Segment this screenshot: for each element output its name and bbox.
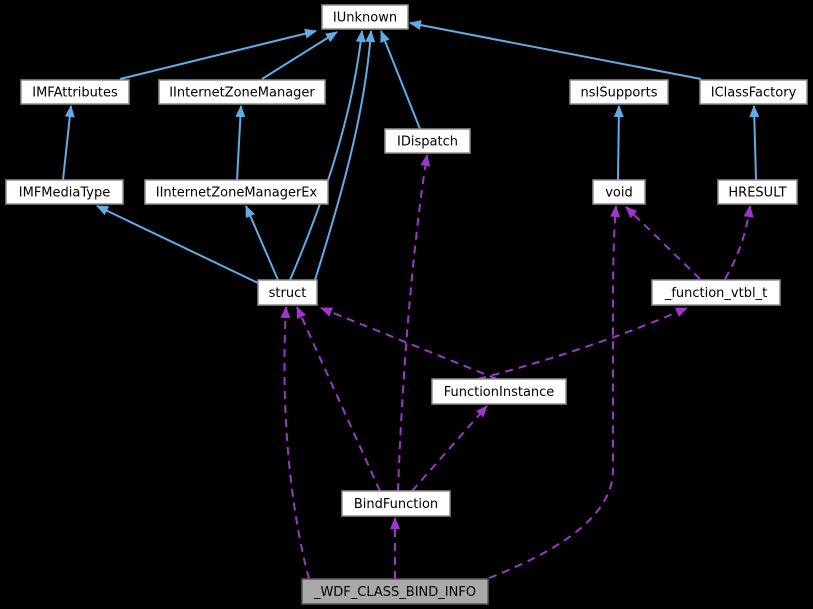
node-label-iclassfactory: IClassFactory <box>711 86 797 101</box>
node-label-iunknown: IUnknown <box>333 11 397 26</box>
node-box-iinternetzonemanager[interactable] <box>158 79 326 105</box>
edge-inheritance-idispatch-to-iunknown <box>380 30 421 130</box>
node-box-nsisupports[interactable] <box>569 79 669 105</box>
node-functioninstance[interactable]: FunctionInstance <box>431 378 567 405</box>
node-nsisupports[interactable]: nsISupports <box>569 79 669 105</box>
node-hresult[interactable]: HRESULT <box>717 179 798 205</box>
node-box-imfmediatype[interactable] <box>5 179 124 205</box>
node-box-idispatch[interactable] <box>384 128 471 154</box>
edge-inheritance-iinternetzonemanager-to-iunknown <box>261 31 338 80</box>
node-box-struct[interactable] <box>257 279 318 306</box>
node-label-imfmediatype: IMFMediaType <box>19 186 110 201</box>
node-label-hresult: HRESULT <box>728 186 786 201</box>
node-label-imfattributes: IMFAttributes <box>32 86 118 101</box>
node-iunknown[interactable]: IUnknown <box>321 4 409 30</box>
node-label-functioninstance: FunctionInstance <box>444 385 555 400</box>
node-box-void[interactable] <box>592 179 646 205</box>
node-box-wdf-class-bind-info[interactable] <box>301 578 489 605</box>
node-label-void: void <box>605 186 633 201</box>
edge-usage-wdf-class-bind-info-to-struct <box>280 306 310 580</box>
node-label-iinternetzonemanagerex: IInternetZoneManagerEx <box>156 186 318 201</box>
edge-inheritance-struct-to-imfmediatype <box>96 205 259 284</box>
node-iclassfactory[interactable]: IClassFactory <box>699 79 808 105</box>
node-imfmediatype[interactable]: IMFMediaType <box>5 179 124 205</box>
node-wdf-class-bind-info[interactable]: _WDF_CLASS_BIND_INFO <box>301 578 489 605</box>
edge-usage-bindfunction-to-struct <box>296 306 381 492</box>
node-box-imfattributes[interactable] <box>20 79 130 105</box>
edge-inheritance-iclassfactory-to-iunknown <box>409 20 702 80</box>
node-label-bindfunction: BindFunction <box>354 497 438 512</box>
node-box-iinternetzonemanagerex[interactable] <box>144 179 329 205</box>
node-label-nsisupports: nsISupports <box>580 86 657 101</box>
node-bindfunction[interactable]: BindFunction <box>341 490 451 517</box>
edge-inheritance-imfattributes-to-iunknown <box>119 28 317 80</box>
edges-layer <box>62 20 760 580</box>
edge-inheritance-iinternetzonemanagerex-to-iinternetzonemanager <box>235 105 246 181</box>
node-iinternetzonemanager[interactable]: IInternetZoneManager <box>158 79 326 105</box>
edge-usage-bindfunction-to-functioninstance <box>411 405 488 492</box>
node-label-wdf-class-bind-info: _WDF_CLASS_BIND_INFO <box>313 585 476 600</box>
node-label-idispatch: IDispatch <box>397 135 458 150</box>
node-imfattributes[interactable]: IMFAttributes <box>20 79 130 105</box>
node-idispatch[interactable]: IDispatch <box>384 128 471 154</box>
node-iinternetzonemanagerex[interactable]: IInternetZoneManagerEx <box>144 179 329 205</box>
node-function-vtbl-t[interactable]: _function_vtbl_t <box>651 279 781 306</box>
node-label-struct: struct <box>269 286 307 301</box>
edge-usage-function-vtbl-t-to-hresult <box>724 205 754 280</box>
node-struct[interactable]: struct <box>257 279 318 306</box>
node-box-iclassfactory[interactable] <box>699 79 808 105</box>
node-box-function-vtbl-t[interactable] <box>651 279 781 306</box>
edge-inheritance-imfmediatype-to-imfattributes <box>62 105 75 181</box>
edge-usage-wdf-class-bind-info-to-void <box>488 205 621 579</box>
node-box-bindfunction[interactable] <box>341 490 451 517</box>
node-label-function-vtbl-t: _function_vtbl_t <box>664 286 767 301</box>
node-void[interactable]: void <box>592 179 646 205</box>
edge-usage-bindfunction-to-idispatch <box>397 154 431 492</box>
edge-inheritance-struct-to-iunknown <box>289 30 366 281</box>
edge-usage-functioninstance-to-function-vtbl-t <box>477 307 688 380</box>
node-label-iinternetzonemanager: IInternetZoneManager <box>169 86 315 101</box>
node-box-hresult[interactable] <box>717 179 798 205</box>
edge-usage-function-vtbl-t-to-void <box>625 206 701 280</box>
edge-usage-functioninstance-to-struct <box>320 307 498 380</box>
node-box-iunknown[interactable] <box>321 4 409 30</box>
edge-inheritance-struct-to-iinternetzonemanagerex <box>245 205 279 281</box>
edge-inheritance-struct-to-iunknown <box>314 30 376 281</box>
edge-inheritance-hresult-to-iclassfactory <box>749 105 760 181</box>
edge-inheritance-void-to-nsisupports <box>613 105 624 181</box>
node-box-functioninstance[interactable] <box>431 378 567 405</box>
